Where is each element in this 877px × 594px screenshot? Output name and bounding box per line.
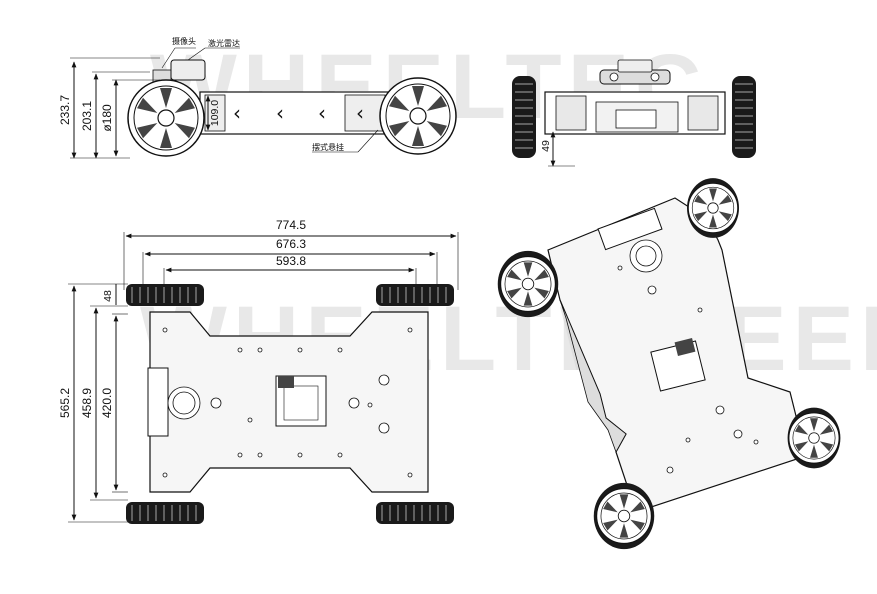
wheel-rim-icon	[593, 482, 655, 550]
dim-ground-clearance: 49	[540, 140, 552, 152]
wheel-rim-icon	[379, 77, 457, 155]
dim-total-height: 233.7	[58, 95, 72, 125]
callout-camera: 摄像头	[172, 36, 196, 46]
dim-body-height: 109.0	[209, 100, 221, 126]
wheel-rim-icon	[127, 79, 205, 157]
wheel-rim-icon	[787, 407, 841, 469]
dim-wheelbase: 420.0	[100, 388, 114, 418]
svg-text:‹: ‹	[356, 101, 364, 125]
dim-track-inner: 593.8	[276, 254, 306, 268]
svg-text:‹: ‹	[276, 101, 284, 125]
svg-text:‹: ‹	[233, 101, 241, 125]
wheel-rim-icon	[497, 250, 559, 318]
wheel-rim-icon	[687, 178, 739, 238]
dim-wheel-diameter: ø180	[100, 104, 114, 132]
callout-suspension: 摆式悬挂	[312, 142, 344, 152]
isometric-view	[497, 178, 841, 550]
dim-wheel-width: 48	[102, 290, 114, 302]
dim-track-outer: 676.3	[276, 237, 306, 251]
svg-text:‹: ‹	[318, 101, 326, 125]
front-view: 49	[512, 59, 756, 167]
callout-lidar: 激光雷达	[208, 38, 240, 48]
dim-overall-width: 774.5	[276, 218, 306, 232]
side-view: ‹ ‹ ‹ ‹ 摄像头 激光雷达 摆式悬挂 233.7 203.1 ø180 1…	[58, 36, 457, 159]
top-view: 774.5 676.3 593.8 565.2 458.9 420.0 48	[58, 218, 459, 525]
dim-top-height: 203.1	[80, 101, 94, 131]
dim-overall-length: 565.2	[58, 388, 72, 418]
dim-length-mid: 458.9	[80, 388, 94, 418]
